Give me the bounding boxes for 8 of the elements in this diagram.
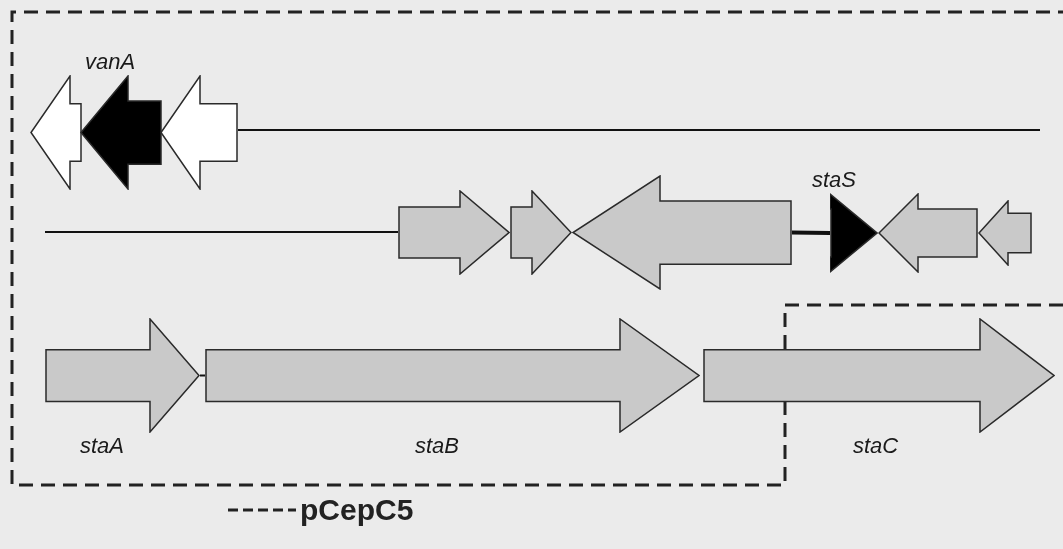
linker-line bbox=[791, 230, 831, 235]
gene-label: staB bbox=[415, 433, 460, 458]
legend-label: pCepC5 bbox=[300, 492, 414, 528]
gene-label: vanA bbox=[85, 49, 136, 74]
linker-line bbox=[199, 374, 206, 377]
gene-label: staS bbox=[812, 167, 857, 192]
gene-label: staC bbox=[853, 433, 899, 458]
gene-label: staA bbox=[80, 433, 125, 458]
